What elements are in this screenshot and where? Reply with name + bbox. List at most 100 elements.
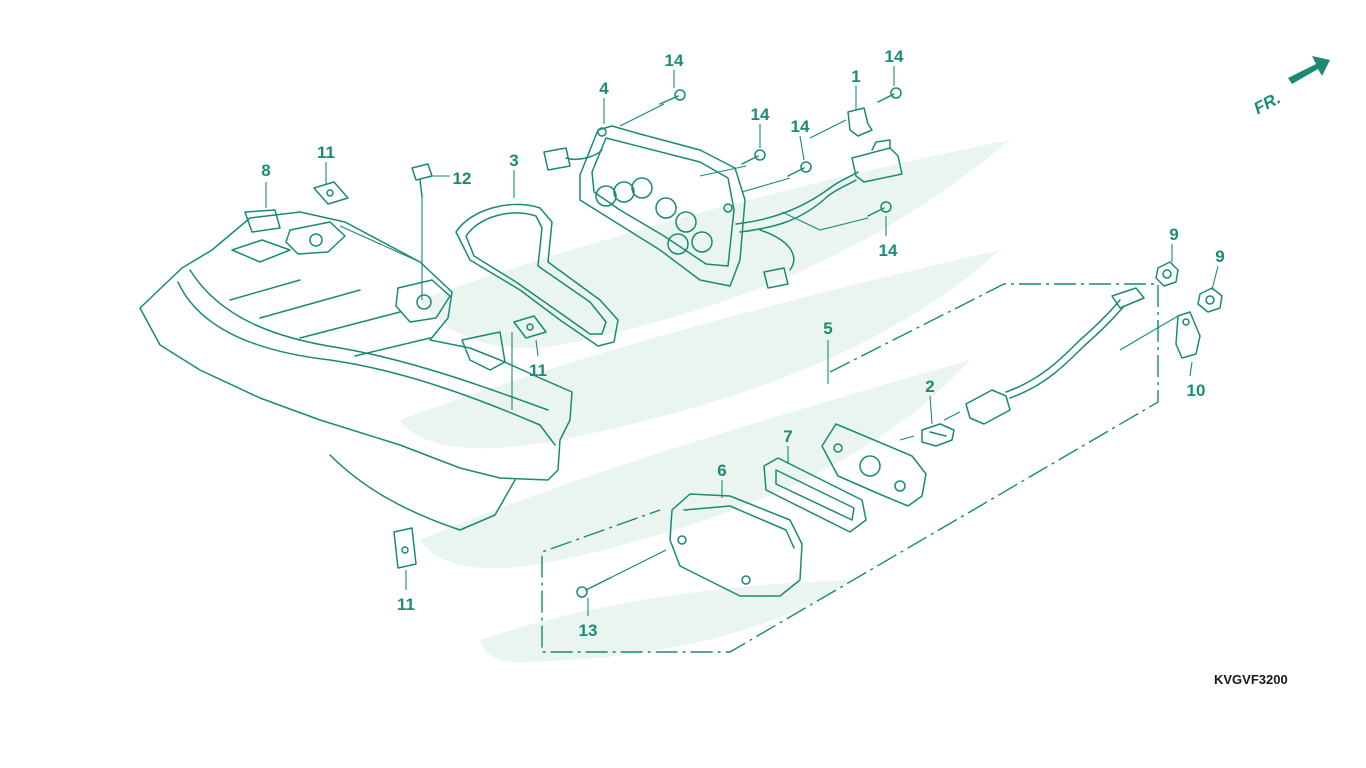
watermark-logo bbox=[400, 140, 1010, 662]
diagram-code: KVGVF3200 bbox=[1214, 672, 1288, 687]
license-lens-6-inner bbox=[683, 505, 795, 549]
leader-link-bulb bbox=[899, 435, 915, 441]
wire-clamp-10-hole bbox=[1182, 318, 1190, 326]
leader-14c bbox=[799, 135, 805, 161]
front-arrow-icon bbox=[1288, 56, 1330, 84]
rear-cowl-left-mount bbox=[285, 221, 346, 255]
screw-14-top-right bbox=[877, 87, 902, 103]
callout-14b: 14 bbox=[751, 105, 770, 124]
tail-light-mount-hole-right bbox=[723, 203, 733, 213]
front-direction-indicator: FR. bbox=[1251, 56, 1330, 118]
leader-link-screws bbox=[699, 165, 791, 193]
bulb-socket-wire-2 bbox=[1009, 305, 1125, 399]
tail-light-lens-4 bbox=[655, 197, 677, 219]
license-light-assembly bbox=[669, 287, 1145, 597]
leader-2 bbox=[929, 395, 933, 425]
clip-11-bottom bbox=[393, 527, 417, 569]
clip-11-mid-hole bbox=[526, 323, 534, 331]
callout-14d: 14 bbox=[885, 47, 904, 66]
callout-11a: 11 bbox=[317, 143, 335, 162]
leader-8-link bbox=[339, 225, 421, 263]
tail-light-lens-7 bbox=[667, 233, 689, 255]
nut-9-right bbox=[1197, 287, 1223, 313]
callout-10: 10 bbox=[1187, 381, 1206, 400]
nut-9-left-body bbox=[1155, 261, 1179, 287]
callout-14a: 14 bbox=[665, 51, 684, 70]
screw-14-mid-right bbox=[787, 161, 812, 177]
rear-cowl-rail-inner bbox=[189, 269, 549, 411]
tail-light-mount-hole-left bbox=[597, 127, 607, 137]
tail-light-connector-right bbox=[851, 139, 903, 183]
screw-13-shank bbox=[585, 577, 611, 591]
tail-light-lens-1 bbox=[595, 185, 617, 207]
tail-light-lens-3 bbox=[631, 177, 653, 199]
bulb-2-filament bbox=[929, 431, 947, 437]
license-lens-6 bbox=[669, 493, 803, 597]
callout-8: 8 bbox=[261, 161, 270, 180]
screw-13-head bbox=[576, 586, 588, 598]
license-light-base-hole-left bbox=[833, 443, 843, 453]
callout-12: 12 bbox=[453, 169, 472, 188]
screw-14-lower bbox=[867, 201, 892, 217]
rear-cowl-inner-ribs bbox=[229, 279, 431, 357]
leader-4-link bbox=[619, 103, 665, 127]
license-gasket-7-inner bbox=[775, 469, 855, 521]
license-lens-6-hole-left bbox=[677, 535, 687, 545]
callout-13: 13 bbox=[579, 621, 598, 640]
leader-link-lower-screw bbox=[781, 211, 869, 231]
watermark-wing-upper bbox=[420, 140, 1010, 348]
leader-1-bracket bbox=[809, 119, 847, 139]
tail-light-connector-lower bbox=[763, 267, 789, 289]
rear-cowl-left-bolt-hole bbox=[309, 233, 323, 247]
callout-9a: 9 bbox=[1169, 225, 1178, 244]
wire-clamp-10-body bbox=[1175, 311, 1201, 359]
callout-1: 1 bbox=[851, 67, 860, 86]
nut-9-right-body bbox=[1197, 287, 1223, 313]
license-light-base-socket bbox=[859, 455, 881, 477]
leader-10 bbox=[1189, 361, 1193, 377]
rear-cowl-lower-shell bbox=[329, 454, 516, 531]
screw-14-mid-right-head bbox=[800, 161, 812, 173]
leader-9b bbox=[1211, 265, 1219, 291]
assembly-5-group-outline bbox=[541, 283, 1159, 653]
tail-light-housing bbox=[579, 125, 746, 287]
rear-cowl bbox=[139, 209, 573, 531]
nut-9-left bbox=[1155, 261, 1179, 287]
leader-lines bbox=[265, 66, 1219, 616]
tail-light-lens-2 bbox=[613, 181, 635, 203]
bulb-2 bbox=[921, 423, 955, 447]
callout-14e: 14 bbox=[879, 241, 898, 260]
lens-gasket-outer bbox=[455, 203, 619, 347]
bulb-socket-wire bbox=[1005, 299, 1121, 393]
rear-cowl-right-bolt-hole bbox=[416, 294, 432, 310]
tail-light-lens-6 bbox=[691, 231, 713, 253]
lens-gasket-inner bbox=[465, 212, 607, 335]
screw-14-lower-head bbox=[880, 201, 892, 213]
tail-light-bracket bbox=[847, 107, 873, 137]
rear-cowl-left-bracket bbox=[231, 209, 291, 263]
clip-11-bottom-hole bbox=[401, 546, 409, 554]
watermark-wing-lower bbox=[420, 360, 970, 569]
tail-light-lens-5 bbox=[675, 211, 697, 233]
rear-cowl-outer bbox=[139, 211, 573, 481]
tail-light-wire-harness bbox=[735, 171, 859, 225]
wire-clamp-10 bbox=[1175, 311, 1201, 359]
rear-cowl-center-bracket bbox=[461, 331, 506, 371]
screw-14-mid-left bbox=[741, 149, 766, 165]
callout-6: 6 bbox=[717, 461, 726, 480]
leader-link-screw-13 bbox=[609, 549, 667, 579]
leader-link-socket bbox=[943, 411, 961, 421]
callout-labels: 1 2 3 4 5 6 7 8 9 9 10 11 11 11 12 13 14… bbox=[261, 47, 1224, 640]
leader-link-clamp bbox=[1119, 315, 1179, 351]
license-lens-6-hole-right bbox=[741, 575, 751, 585]
callout-9b: 9 bbox=[1215, 247, 1224, 266]
clip-11-top bbox=[313, 181, 349, 205]
clip-11-mid-body bbox=[513, 315, 547, 339]
tail-light-unit bbox=[543, 125, 903, 289]
clip-11-top-body bbox=[313, 181, 349, 205]
license-light-base bbox=[821, 423, 927, 507]
leader-11-mid bbox=[535, 339, 539, 357]
license-gasket-7 bbox=[763, 457, 867, 533]
nut-9-left-hole bbox=[1162, 269, 1172, 279]
watermark-wing-middle bbox=[400, 250, 1000, 449]
